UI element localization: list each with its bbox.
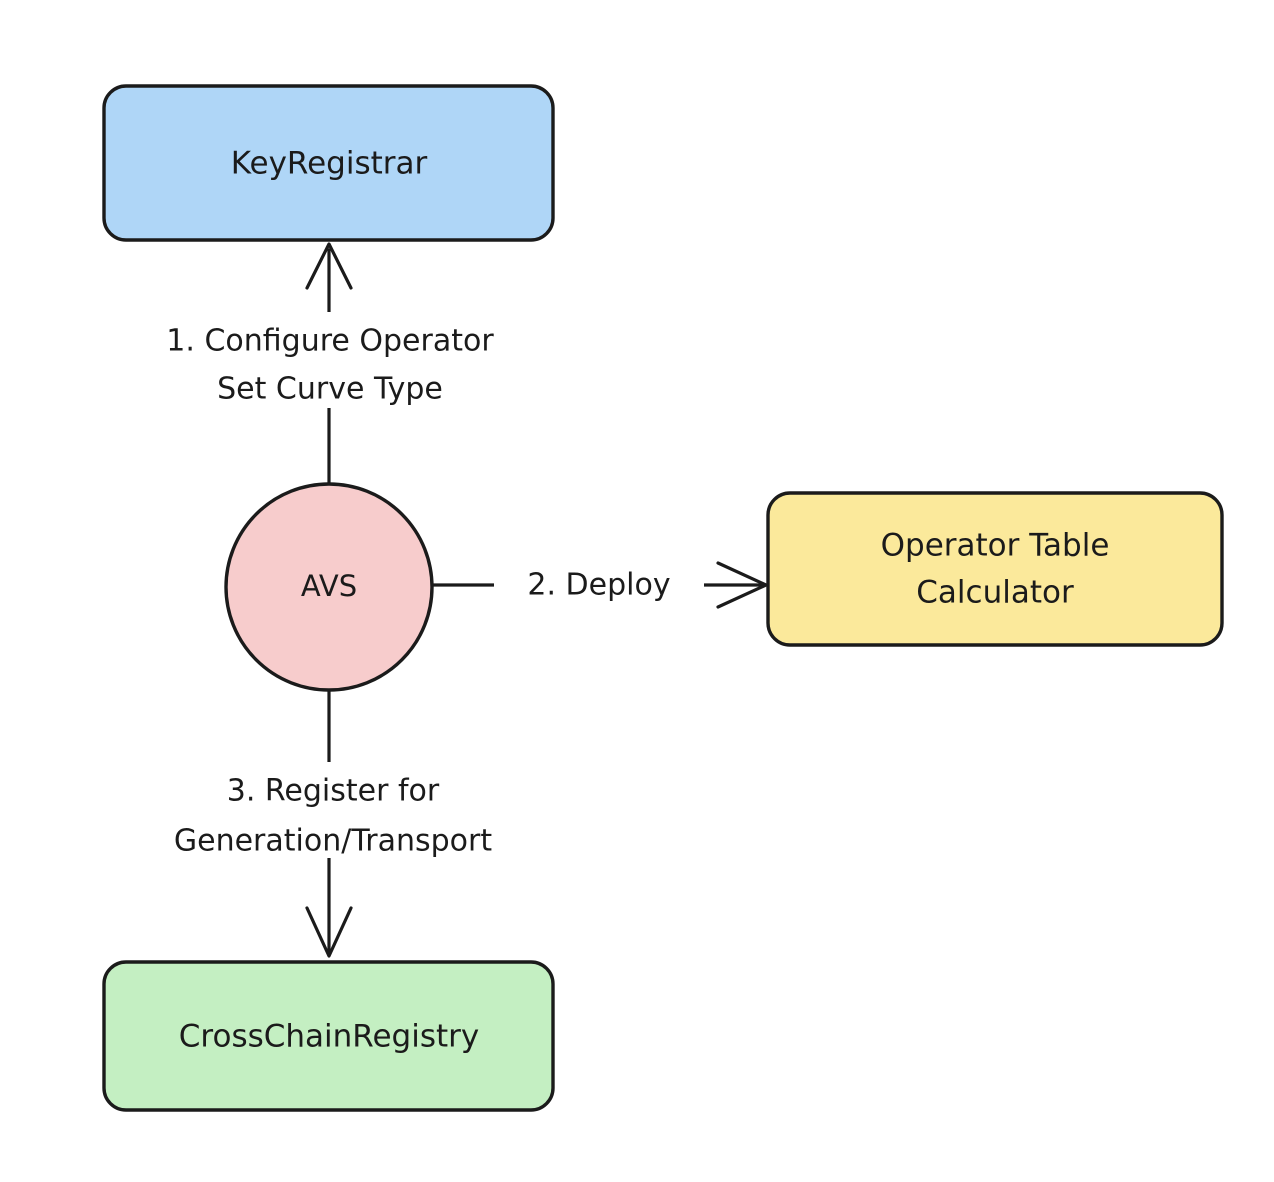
edge-label-1-backing <box>110 312 550 408</box>
edge-label-3-line1: 3. Register for <box>227 774 440 809</box>
node-key-registrar-shape[interactable] <box>102 84 555 242</box>
node-avs-label: AVS <box>301 569 357 603</box>
edge-label-3-backing <box>108 762 558 858</box>
arrowhead-up-1 <box>305 242 353 290</box>
node-operator-table-calculator-shape[interactable] <box>766 491 1224 647</box>
node-operator-table-calculator-label-line1: Operator Table <box>881 528 1110 564</box>
node-key-registrar-label: KeyRegistrar <box>231 146 428 182</box>
edge-label-1: 1. Configure Operator Set Curve Type <box>110 312 550 408</box>
node-operator-table-calculator[interactable]: Operator Table Calculator <box>766 491 1224 647</box>
edge-label-1-line2: Set Curve Type <box>217 372 443 407</box>
edge-label-1-line1: 1. Configure Operator <box>166 324 494 359</box>
arrowhead-right-2 <box>716 561 768 609</box>
node-avs-shape[interactable] <box>224 482 434 692</box>
edge-label-3-line2: Generation/Transport <box>174 824 492 859</box>
node-operator-table-calculator-label-line2: Calculator <box>916 575 1074 611</box>
edge-label-2-backing <box>494 556 704 614</box>
node-cross-chain-registry[interactable]: CrossChainRegistry <box>102 960 555 1112</box>
node-cross-chain-registry-label: CrossChainRegistry <box>179 1019 479 1055</box>
edge-label-2-line1: 2. Deploy <box>527 568 670 603</box>
arrowhead-down-3 <box>305 906 353 958</box>
node-avs[interactable]: AVS <box>224 482 434 692</box>
edge-label-2: 2. Deploy <box>494 556 704 614</box>
node-key-registrar[interactable]: KeyRegistrar <box>102 84 555 242</box>
node-cross-chain-registry-shape[interactable] <box>102 960 555 1112</box>
edge-label-3: 3. Register for Generation/Transport <box>108 762 558 859</box>
